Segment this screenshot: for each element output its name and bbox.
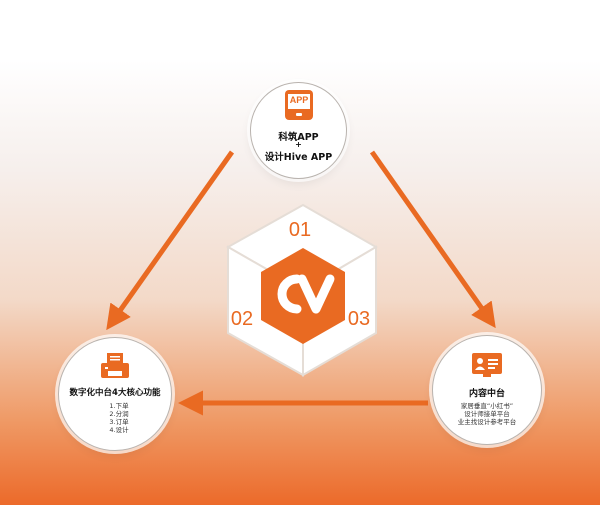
node-content-title: 内容中台 <box>468 389 505 399</box>
central-cube: 01 02 03 <box>225 203 378 377</box>
node-digital-item-3: 3.订单 <box>109 418 129 426</box>
node-content-item-1: 家居垂直“小红书” <box>460 402 514 410</box>
node-digital-item-1: 1.下单 <box>109 402 129 410</box>
node-app-line2: + <box>295 140 302 149</box>
cube-label-03: 03 <box>348 308 370 330</box>
node-content-item-2: 设计师接单平台 <box>464 410 510 418</box>
cube-logo-icon <box>277 274 335 314</box>
node-digital-item-2: 2.分润 <box>109 410 129 418</box>
node-app: APP 科筑APP + 设计Hive APP <box>250 82 347 179</box>
app-phone-icon <box>285 90 313 120</box>
node-content-item-3: 业主找设计参考平台 <box>457 418 517 426</box>
app-icon-text: APP <box>289 95 309 105</box>
node-digital-title: 数字化中台4大核心功能 <box>69 388 161 398</box>
arrow-top-to-right <box>369 150 496 329</box>
node-content-platform: 内容中台 家居垂直“小红书” 设计师接单平台 业主找设计参考平台 <box>432 335 542 445</box>
cube-label-02: 02 <box>231 308 253 330</box>
cube-label-01: 01 <box>289 219 311 241</box>
node-digital-item-4: 4.设计 <box>109 426 129 434</box>
hexagon-logo-bg <box>261 248 345 344</box>
node-app-line3: 设计Hive APP <box>264 152 333 163</box>
node-app-line1: 科筑APP <box>278 132 319 143</box>
printer-icon <box>101 353 129 378</box>
node-digital-platform: 数字化中台4大核心功能 1.下单 2.分润 3.订单 4.设计 <box>58 337 172 451</box>
id-card-icon <box>472 353 502 377</box>
arrow-top-to-left <box>106 150 235 331</box>
